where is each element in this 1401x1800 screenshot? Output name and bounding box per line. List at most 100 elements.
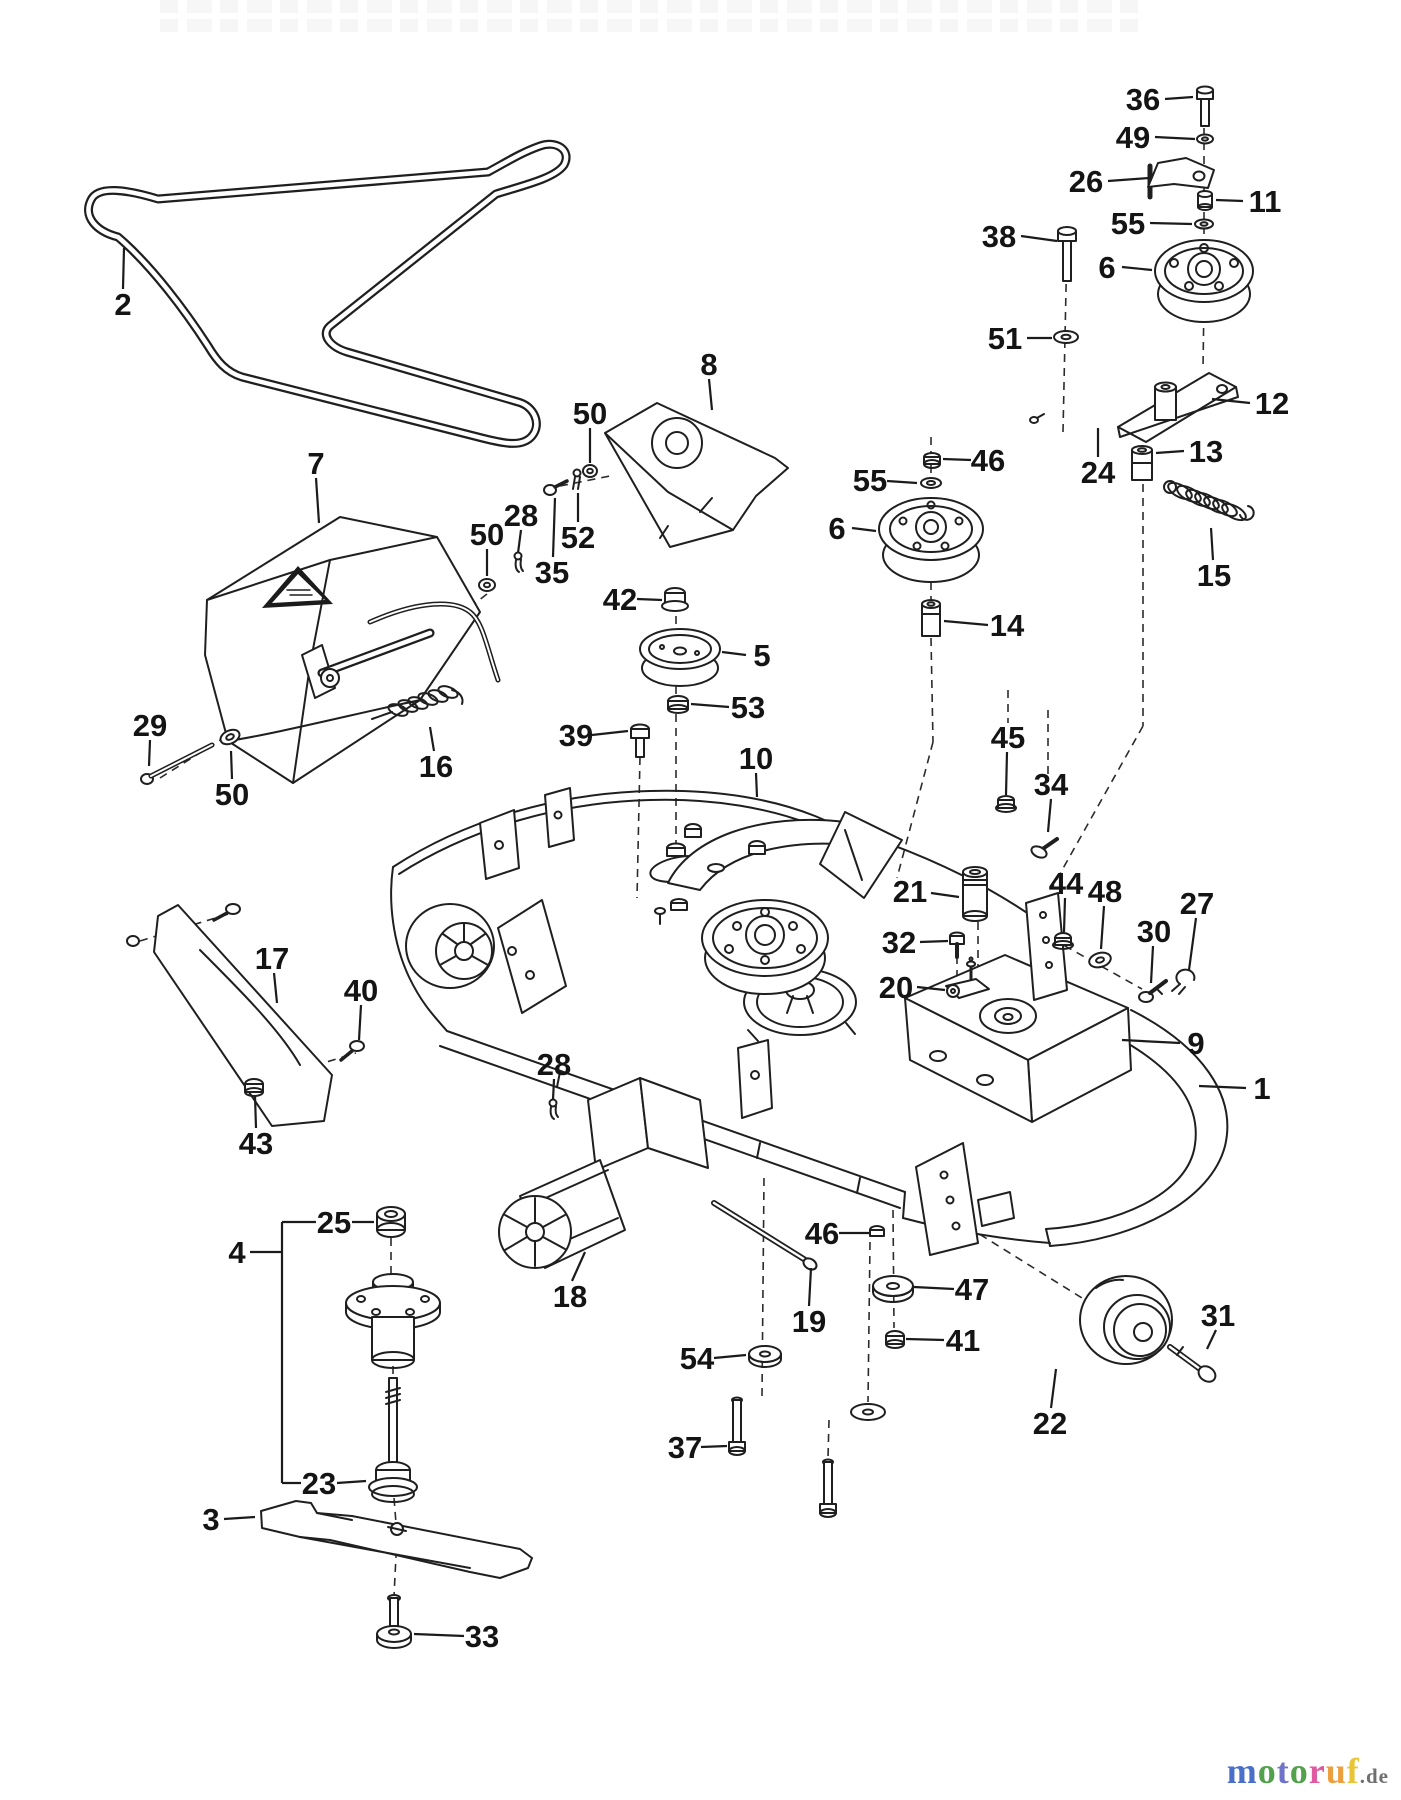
- leader-line: [1215, 198, 1244, 203]
- part-callout-4: 4: [228, 1235, 246, 1270]
- leader-line: [1107, 176, 1150, 183]
- part-callout-25: 25: [317, 1205, 351, 1240]
- center-line: [930, 637, 934, 743]
- part-callout-46: 46: [971, 443, 1005, 478]
- nut-45: [995, 795, 1017, 813]
- leader-line: [1198, 1084, 1247, 1090]
- belt-cover-plate: [604, 402, 789, 548]
- leader-line: [690, 702, 730, 709]
- part-callout-43: 43: [239, 1126, 273, 1161]
- leader-line: [851, 526, 877, 533]
- part-callout-50: 50: [470, 517, 504, 552]
- leader-line: [1062, 897, 1067, 933]
- leader-line: [886, 479, 918, 485]
- axle-bolt-31: [1167, 1344, 1217, 1383]
- drive-belt: [84, 139, 571, 448]
- part-callout-55: 55: [853, 463, 887, 498]
- spindle-pulley: [701, 899, 829, 995]
- center-line: [867, 1241, 871, 1403]
- center-line: [827, 1419, 830, 1459]
- leader-line: [916, 985, 946, 992]
- leader-line: [1187, 917, 1198, 971]
- logo-letter: o: [1289, 1751, 1309, 1791]
- center-line: [1202, 299, 1205, 369]
- part-callout-3: 3: [202, 1502, 219, 1537]
- part-callout-14: 14: [990, 608, 1025, 643]
- idler-pulley-top-assembly: [1029, 85, 1255, 522]
- nut-43: [244, 1078, 264, 1097]
- bolt-29: [140, 742, 215, 785]
- logo-letter: t: [1276, 1751, 1290, 1791]
- part-callout-52: 52: [561, 520, 595, 555]
- motoruf-logo[interactable]: motoruf.de: [1227, 1750, 1389, 1792]
- baffle-10: [667, 811, 903, 899]
- part-callout-23: 23: [302, 1466, 336, 1501]
- leader-line: [272, 972, 279, 1004]
- idler-arm-12: [1029, 372, 1239, 443]
- locknut-49: [1196, 133, 1214, 145]
- washer-rear: [850, 1403, 886, 1421]
- leader-line: [570, 1251, 587, 1282]
- bracket-arm-26: [1147, 157, 1215, 200]
- discharge-deflector: [204, 516, 501, 784]
- leader-line: [919, 939, 949, 944]
- bearing-25: [376, 1206, 406, 1238]
- leader-line: [357, 1004, 363, 1041]
- center-line: [393, 1535, 398, 1597]
- part-callout-16: 16: [419, 749, 453, 784]
- part-callout-39: 39: [559, 718, 593, 753]
- leader-line: [713, 1353, 747, 1360]
- part-callout-11: 11: [1249, 184, 1282, 219]
- nut-41: [885, 1330, 905, 1349]
- grease-lever-20: [945, 956, 990, 999]
- part-callout-34: 34: [1034, 767, 1069, 802]
- blade-guard-17: [126, 903, 365, 1127]
- bushing-11: [1197, 190, 1213, 211]
- leader-line: [1046, 798, 1053, 833]
- leader-line: [223, 1515, 256, 1521]
- part-callout-5: 5: [753, 638, 770, 673]
- center-line: [761, 1177, 765, 1397]
- leader-line: [516, 529, 523, 554]
- idler-pulley-left-assembly: [878, 452, 984, 637]
- part-callout-26: 26: [1069, 164, 1103, 199]
- leader-line: [428, 726, 436, 752]
- part-callout-51: 51: [988, 321, 1022, 356]
- extension-spring-15: [1163, 480, 1255, 522]
- part-callout-45: 45: [991, 720, 1025, 755]
- hanger-bracket: [915, 1142, 1015, 1256]
- leader-line: [551, 1078, 556, 1101]
- part-callout-50: 50: [573, 396, 607, 431]
- blade-3: [260, 1500, 533, 1579]
- center-line: [896, 741, 934, 879]
- leader-line: [1121, 265, 1153, 272]
- roller-18: [498, 1159, 626, 1269]
- part-callout-13: 13: [1189, 434, 1223, 469]
- leader-line: [1149, 221, 1193, 226]
- bolt-30: [1138, 979, 1168, 1003]
- washer-54: [748, 1345, 782, 1368]
- leader-line: [636, 597, 663, 602]
- part-callout-55: 55: [1111, 206, 1145, 241]
- washer-55-left: [920, 477, 942, 489]
- part-callout-28: 28: [537, 1047, 571, 1082]
- part-callout-6: 6: [1098, 250, 1115, 285]
- leader-line: [1099, 905, 1106, 950]
- leader-line: [943, 619, 989, 627]
- pulley-5-assembly: [639, 587, 721, 714]
- leader-line: [700, 1444, 728, 1449]
- cotter-clip-28-top: [513, 551, 524, 573]
- leader-line: [913, 1285, 955, 1291]
- flange-nut-53: [667, 695, 689, 714]
- part-callout-21: 21: [893, 874, 927, 909]
- spindle-cover-box-9: [904, 954, 1132, 1123]
- part-callout-18: 18: [553, 1279, 587, 1314]
- bushing-14: [921, 599, 941, 637]
- leader-line: [707, 378, 714, 411]
- part-callout-48: 48: [1088, 874, 1122, 909]
- bushing-13: [1131, 445, 1153, 481]
- bolt-38: [1057, 226, 1077, 282]
- logo-letter: r: [1308, 1751, 1326, 1791]
- blade-bolt-33: [376, 1594, 412, 1649]
